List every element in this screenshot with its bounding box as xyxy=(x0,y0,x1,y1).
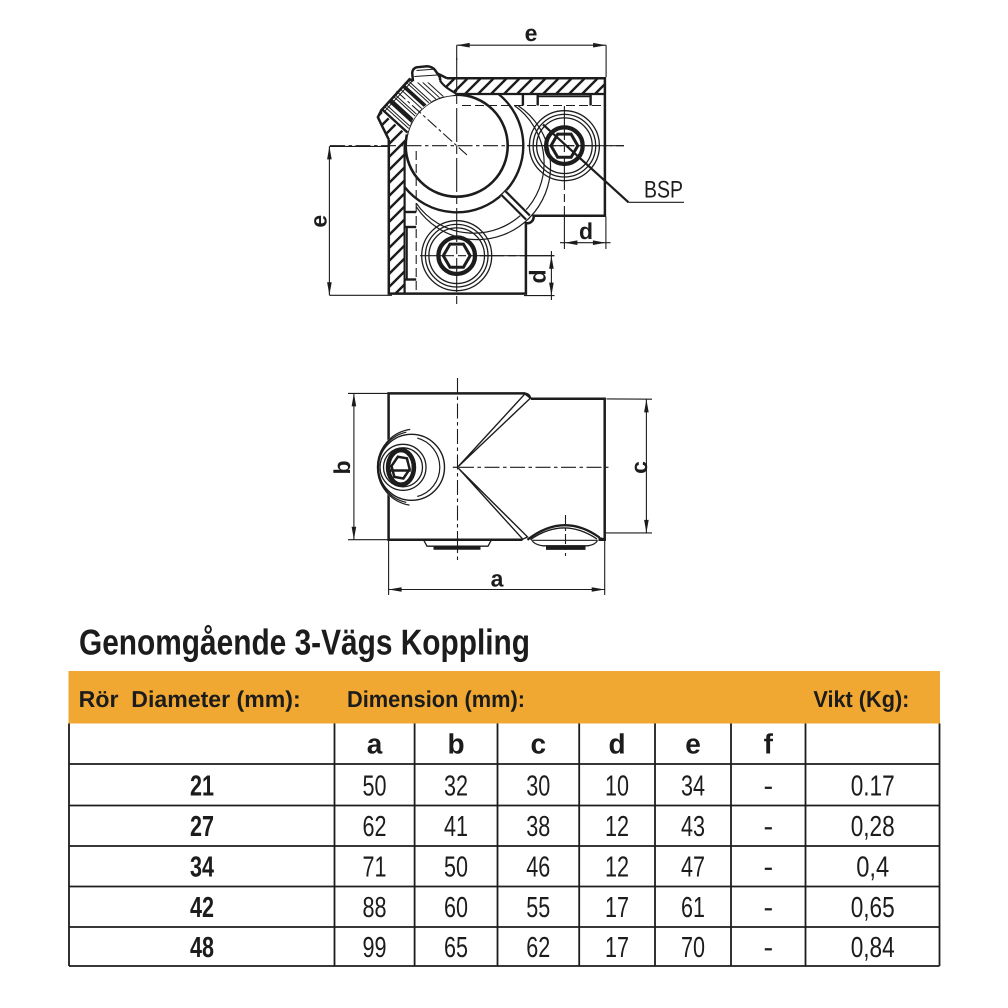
svg-text:34: 34 xyxy=(190,852,214,884)
svg-text:d: d xyxy=(608,729,625,760)
svg-text:50: 50 xyxy=(363,770,387,802)
svg-text:0.17: 0.17 xyxy=(851,770,895,802)
svg-text:62: 62 xyxy=(526,932,550,964)
svg-text:32: 32 xyxy=(444,770,468,802)
svg-text:-: - xyxy=(763,770,773,802)
svg-text:60: 60 xyxy=(444,892,468,924)
svg-text:21: 21 xyxy=(190,770,214,802)
svg-text:Vikt (Kg):: Vikt (Kg): xyxy=(813,686,909,712)
svg-text:0,65: 0,65 xyxy=(851,892,895,924)
svg-text:BSP: BSP xyxy=(644,176,683,203)
svg-text:65: 65 xyxy=(444,932,468,964)
svg-text:d: d xyxy=(524,269,550,283)
svg-text:12: 12 xyxy=(605,811,629,843)
svg-text:b: b xyxy=(329,460,355,474)
svg-text:43: 43 xyxy=(681,811,705,843)
svg-text:50: 50 xyxy=(444,852,468,884)
svg-text:e: e xyxy=(685,729,701,760)
svg-text:55: 55 xyxy=(526,892,550,924)
svg-text:99: 99 xyxy=(363,932,387,964)
svg-text:38: 38 xyxy=(526,811,550,843)
svg-text:e: e xyxy=(525,20,538,46)
svg-text:48: 48 xyxy=(190,932,214,964)
svg-text:17: 17 xyxy=(605,932,629,964)
svg-text:71: 71 xyxy=(363,852,387,884)
svg-text:-: - xyxy=(763,892,773,924)
svg-text:e: e xyxy=(305,215,331,228)
svg-text:46: 46 xyxy=(526,852,550,884)
svg-text:a: a xyxy=(491,565,504,591)
svg-text:12: 12 xyxy=(605,852,629,884)
svg-text:Rör Diameter (mm):: Rör Diameter (mm): xyxy=(79,686,301,712)
svg-text:42: 42 xyxy=(190,892,214,924)
svg-text:c: c xyxy=(626,461,652,474)
svg-text:47: 47 xyxy=(681,852,705,884)
svg-text:Dimension (mm):: Dimension (mm): xyxy=(347,686,525,712)
svg-text:0,4: 0,4 xyxy=(856,852,889,884)
svg-text:41: 41 xyxy=(444,811,468,843)
svg-text:61: 61 xyxy=(681,892,705,924)
svg-text:34: 34 xyxy=(681,770,705,802)
svg-text:30: 30 xyxy=(526,770,550,802)
svg-text:27: 27 xyxy=(190,811,214,843)
svg-text:f: f xyxy=(764,729,774,760)
svg-text:Genomgående 3-Vägs Koppling: Genomgående 3-Vägs Koppling xyxy=(79,622,530,663)
svg-text:0,84: 0,84 xyxy=(851,932,895,964)
svg-text:88: 88 xyxy=(363,892,387,924)
svg-text:b: b xyxy=(447,729,464,760)
svg-text:-: - xyxy=(763,852,773,884)
svg-text:c: c xyxy=(531,729,547,760)
svg-text:a: a xyxy=(367,729,383,760)
svg-text:-: - xyxy=(763,811,773,843)
svg-text:-: - xyxy=(763,932,773,964)
svg-text:17: 17 xyxy=(605,892,629,924)
svg-text:10: 10 xyxy=(605,770,629,802)
svg-text:d: d xyxy=(579,218,593,244)
svg-text:62: 62 xyxy=(363,811,387,843)
svg-text:0,28: 0,28 xyxy=(851,811,895,843)
svg-text:70: 70 xyxy=(681,932,705,964)
